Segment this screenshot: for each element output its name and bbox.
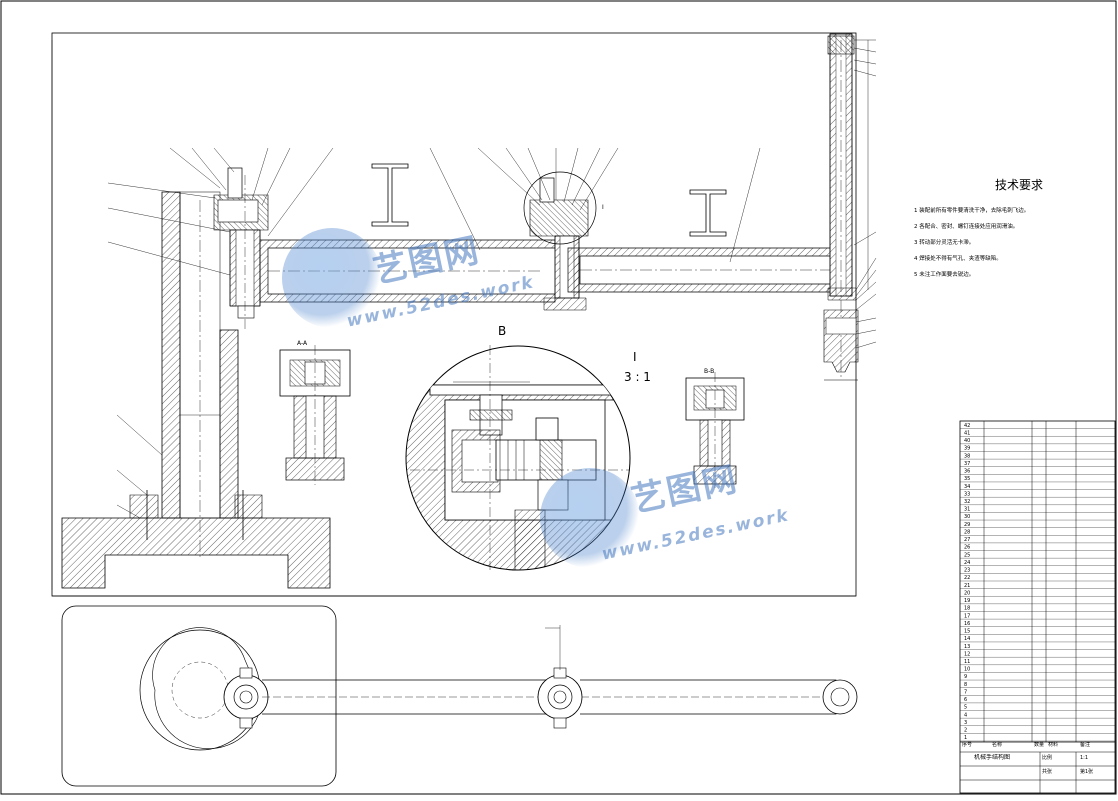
sheet-row: 共张 第1张 (960, 768, 1115, 776)
parts-row-number: 11 (964, 659, 970, 665)
parts-row-number: 17 (964, 613, 970, 619)
parts-row-number: 29 (964, 522, 970, 528)
section-b-b (685, 372, 745, 488)
parts-row-number: 39 (964, 446, 970, 452)
parts-row-number: 27 (964, 537, 970, 543)
top-base-plate (61, 605, 337, 787)
drawing-name-row: 机械手结构图 比例 1:1 (960, 754, 1115, 762)
tech-item: 2 各配合、密封、螺钉连接处应用润滑油。 (914, 224, 1019, 230)
detail-i-view (405, 345, 631, 571)
drawing-name: 机械手结构图 (974, 754, 1011, 761)
parts-row-number: 20 (964, 590, 970, 596)
parts-row-number: 32 (964, 499, 970, 505)
parts-row-number: 38 (964, 453, 970, 459)
parts-row-number: 21 (964, 583, 970, 589)
detail-i-scale: 3 : 1 (624, 370, 651, 384)
base-plate (61, 517, 331, 589)
view-b-label: B (498, 324, 507, 338)
parts-row-number: 34 (964, 484, 970, 490)
parts-row-number: 42 (964, 423, 970, 429)
parts-row-number: 15 (964, 629, 970, 635)
sheet-label: 共张 (1042, 769, 1053, 775)
detail-i-circle (523, 171, 597, 245)
parts-row-number: 12 (964, 651, 970, 657)
title-block-text: 序号 名称 数量 材料 备注 机械手结构图 比例 1:1 共张 第1张 (960, 421, 1115, 793)
parts-row-number: 41 (964, 430, 970, 436)
detail-i-label: I (633, 350, 637, 364)
parts-row-number: 3 (964, 720, 967, 726)
scale-label: 比例 (1042, 755, 1053, 761)
i-beam-section-2 (689, 189, 727, 237)
parts-row-number: 26 (964, 545, 970, 551)
parts-row-number: 14 (964, 636, 970, 642)
front-view (51, 33, 877, 597)
tech-item: 1 装配前所有零件要清洗干净，去除毛刺飞边。 (914, 208, 1030, 214)
sheet-value: 第1张 (1080, 769, 1094, 775)
motor-cap (227, 167, 243, 199)
technical-requirements: 技术要求 1 装配前所有零件要清洗干净，去除毛刺飞边。 2 各配合、密封、螺钉连… (914, 176, 1104, 283)
scale-value: 1:1 (1080, 755, 1089, 761)
header-remark: 备注 (1080, 742, 1091, 748)
parts-row-number: 35 (964, 476, 970, 482)
title-block-header-row: 序号 名称 数量 材料 备注 (960, 741, 1115, 749)
parts-row-number: 23 (964, 568, 970, 574)
tech-item: 5 未注工作面要去锐边。 (914, 272, 975, 278)
parts-row-number: 9 (964, 674, 967, 680)
parts-row-number: 24 (964, 560, 970, 566)
parts-row-number: 2 (964, 728, 967, 734)
column-left-wall (161, 191, 181, 519)
parts-row-number: 5 (964, 705, 967, 711)
parts-row-number: 13 (964, 644, 970, 650)
header-name: 名称 (992, 742, 1003, 748)
parts-row-number: 25 (964, 552, 970, 558)
tech-item: 4 焊接处不得有气孔、夹渣等缺陷。 (914, 256, 1002, 262)
header-no: 序号 (962, 742, 973, 748)
parts-row-number: 40 (964, 438, 970, 444)
parts-row-number: 36 (964, 469, 970, 475)
parts-row-number: 8 (964, 682, 967, 688)
parts-row-number: 6 (964, 697, 967, 703)
parts-row-number: 28 (964, 529, 970, 535)
parts-row-number: 18 (964, 606, 970, 612)
parts-row-number: 37 (964, 461, 970, 467)
parts-row-number: 7 (964, 689, 967, 695)
tech-item: 3 转动部分灵活无卡滞。 (914, 240, 975, 246)
header-material: 材料 (1048, 742, 1059, 748)
i-beam-section-1 (371, 163, 409, 227)
title-block: 4241403938373635343332313029282726252423… (959, 420, 1116, 794)
top-view (61, 605, 858, 787)
section-b-b-label: B-B (704, 368, 715, 375)
tech-title: 技术要求 (994, 178, 1043, 192)
elbow-housing (529, 199, 589, 237)
view-i-mark: I (602, 204, 604, 211)
parts-row-number: 4 (964, 712, 967, 718)
parts-row-number: 33 (964, 491, 970, 497)
parts-row-number: 22 (964, 575, 970, 581)
parts-row-number: 30 (964, 514, 970, 520)
parts-row-number: 16 (964, 621, 970, 627)
parts-row-number: 31 (964, 507, 970, 513)
section-a-a (279, 345, 351, 485)
column-right-wall (219, 329, 239, 519)
parts-row-number: 1 (964, 735, 967, 741)
parts-row-number: 10 (964, 667, 970, 673)
header-qty: 数量 (1034, 742, 1045, 748)
parts-row-number: 19 (964, 598, 970, 604)
section-a-a-label: A-A (297, 340, 308, 347)
